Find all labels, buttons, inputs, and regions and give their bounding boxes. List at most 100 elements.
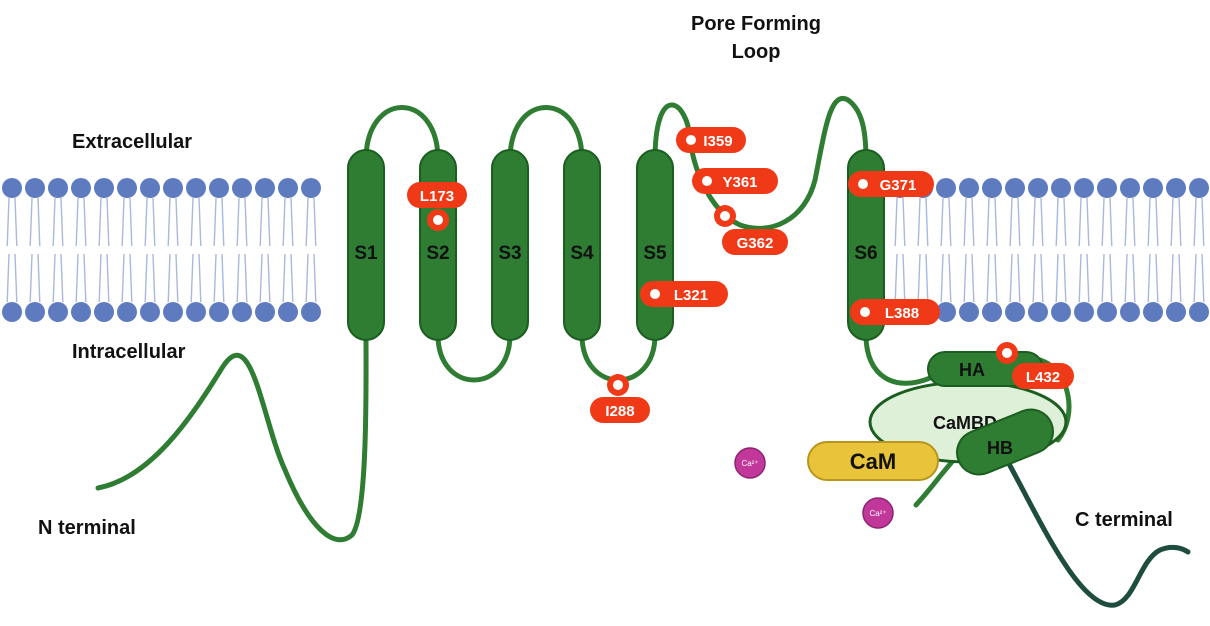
lipid-tail — [29, 253, 33, 303]
lipid-bilayer — [2, 178, 1209, 322]
helix-s6-label: S6 — [854, 243, 877, 264]
lipid-tail — [106, 197, 110, 247]
lipid-tail — [106, 253, 110, 303]
lipid-head — [71, 302, 91, 322]
helix-s2-label: S2 — [426, 243, 449, 264]
cam-label: CaM — [850, 449, 896, 474]
lipid-tail — [1170, 197, 1174, 247]
helix-s5-label: S5 — [643, 243, 667, 264]
helix-s1 — [347, 149, 385, 341]
lipid-tail — [1155, 197, 1159, 247]
mutation-label-l321: L321 — [674, 287, 708, 304]
intracellular-label: Intracellular — [72, 341, 186, 363]
mutation-label-y361: Y361 — [722, 174, 757, 191]
mutation-label-g362: G362 — [737, 235, 774, 252]
lipid-tail — [940, 197, 944, 247]
helix-s4 — [563, 149, 601, 341]
lipid-tail — [1132, 253, 1136, 303]
lipid-tail — [925, 253, 929, 303]
mutation-marker-g371: G371 — [848, 171, 934, 197]
lipid-tail — [282, 253, 286, 303]
lipid-head — [25, 302, 45, 322]
lipid-tail — [98, 197, 102, 247]
mutation-marker-i288: I288 — [590, 374, 650, 423]
extracellular-label: Extracellular — [72, 131, 192, 153]
lipid-head — [2, 302, 22, 322]
lipid-head — [94, 178, 114, 198]
lipid-head — [1005, 302, 1025, 322]
lipid-tail — [940, 253, 944, 303]
lipid-tail — [6, 197, 10, 247]
pore-loop-label-line2: Loop — [732, 41, 781, 63]
lipid-head — [48, 302, 68, 322]
lipid-tail — [1101, 253, 1105, 303]
helix-s1-label: S1 — [354, 243, 378, 264]
lipid-tail — [221, 253, 225, 303]
lipid-tail — [1109, 197, 1113, 247]
lipid-tail — [1132, 197, 1136, 247]
lipid-tail — [948, 253, 952, 303]
lipid-tail — [37, 197, 41, 247]
lipid-tail — [190, 253, 194, 303]
helix-s3 — [491, 149, 529, 341]
lipid-tail — [1147, 253, 1151, 303]
lipid-tail — [1109, 253, 1113, 303]
lipid-tail — [963, 253, 967, 303]
lipid-tail — [121, 197, 125, 247]
lipid-head — [140, 302, 160, 322]
lipid-tail — [29, 197, 33, 247]
lipid-head — [232, 178, 252, 198]
lipid-tail — [52, 253, 56, 303]
lipid-head — [25, 178, 45, 198]
lipid-tail — [1101, 197, 1105, 247]
lipid-head — [71, 178, 91, 198]
lipid-head — [209, 178, 229, 198]
lipid-tail — [902, 197, 906, 247]
lipid-tail — [1086, 253, 1090, 303]
lipid-tail — [1201, 197, 1205, 247]
loop-s1-s2 — [363, 105, 441, 163]
lipid-tail — [244, 253, 248, 303]
lipid-head — [959, 302, 979, 322]
mutation-marker-y361: Y361 — [692, 168, 778, 194]
lipid-head — [255, 302, 275, 322]
lipid-head — [140, 178, 160, 198]
mutation-marker-l388: L388 — [850, 299, 940, 325]
lipid-tail — [963, 197, 967, 247]
lipid-tail — [1040, 197, 1044, 247]
lipid-tail — [75, 253, 79, 303]
lipid-head — [186, 178, 206, 198]
lipid-head — [1028, 302, 1048, 322]
lipid-tail — [129, 253, 133, 303]
lipid-head — [1028, 178, 1048, 198]
lipid-tail — [1078, 253, 1082, 303]
lipid-tail — [1017, 197, 1021, 247]
helix-s6 — [847, 149, 885, 341]
lipid-head — [1074, 302, 1094, 322]
lipid-head — [278, 302, 298, 322]
lipid-tail — [1178, 253, 1182, 303]
lipid-tail — [917, 253, 921, 303]
mutation-marker-l432: L432 — [996, 342, 1074, 389]
lipid-tail — [1032, 253, 1036, 303]
lipid-head — [1005, 178, 1025, 198]
lipid-head — [48, 178, 68, 198]
mutation-label-i359: I359 — [703, 133, 732, 150]
lipid-tail — [190, 197, 194, 247]
lipid-tail — [198, 197, 202, 247]
lipid-head — [1189, 302, 1209, 322]
lipid-head — [1120, 302, 1140, 322]
lipid-tail — [60, 197, 64, 247]
lipid-head — [1097, 178, 1117, 198]
lipid-head — [209, 302, 229, 322]
lipid-tail — [1147, 197, 1151, 247]
lipid-tail — [1170, 253, 1174, 303]
lipid-tail — [1063, 253, 1067, 303]
lipid-head — [936, 302, 956, 322]
lipid-tail — [1063, 197, 1067, 247]
lipid-tail — [1032, 197, 1036, 247]
lipid-tail — [1193, 197, 1197, 247]
lipid-head — [936, 178, 956, 198]
lipid-tail — [917, 197, 921, 247]
lipid-tail — [994, 253, 998, 303]
